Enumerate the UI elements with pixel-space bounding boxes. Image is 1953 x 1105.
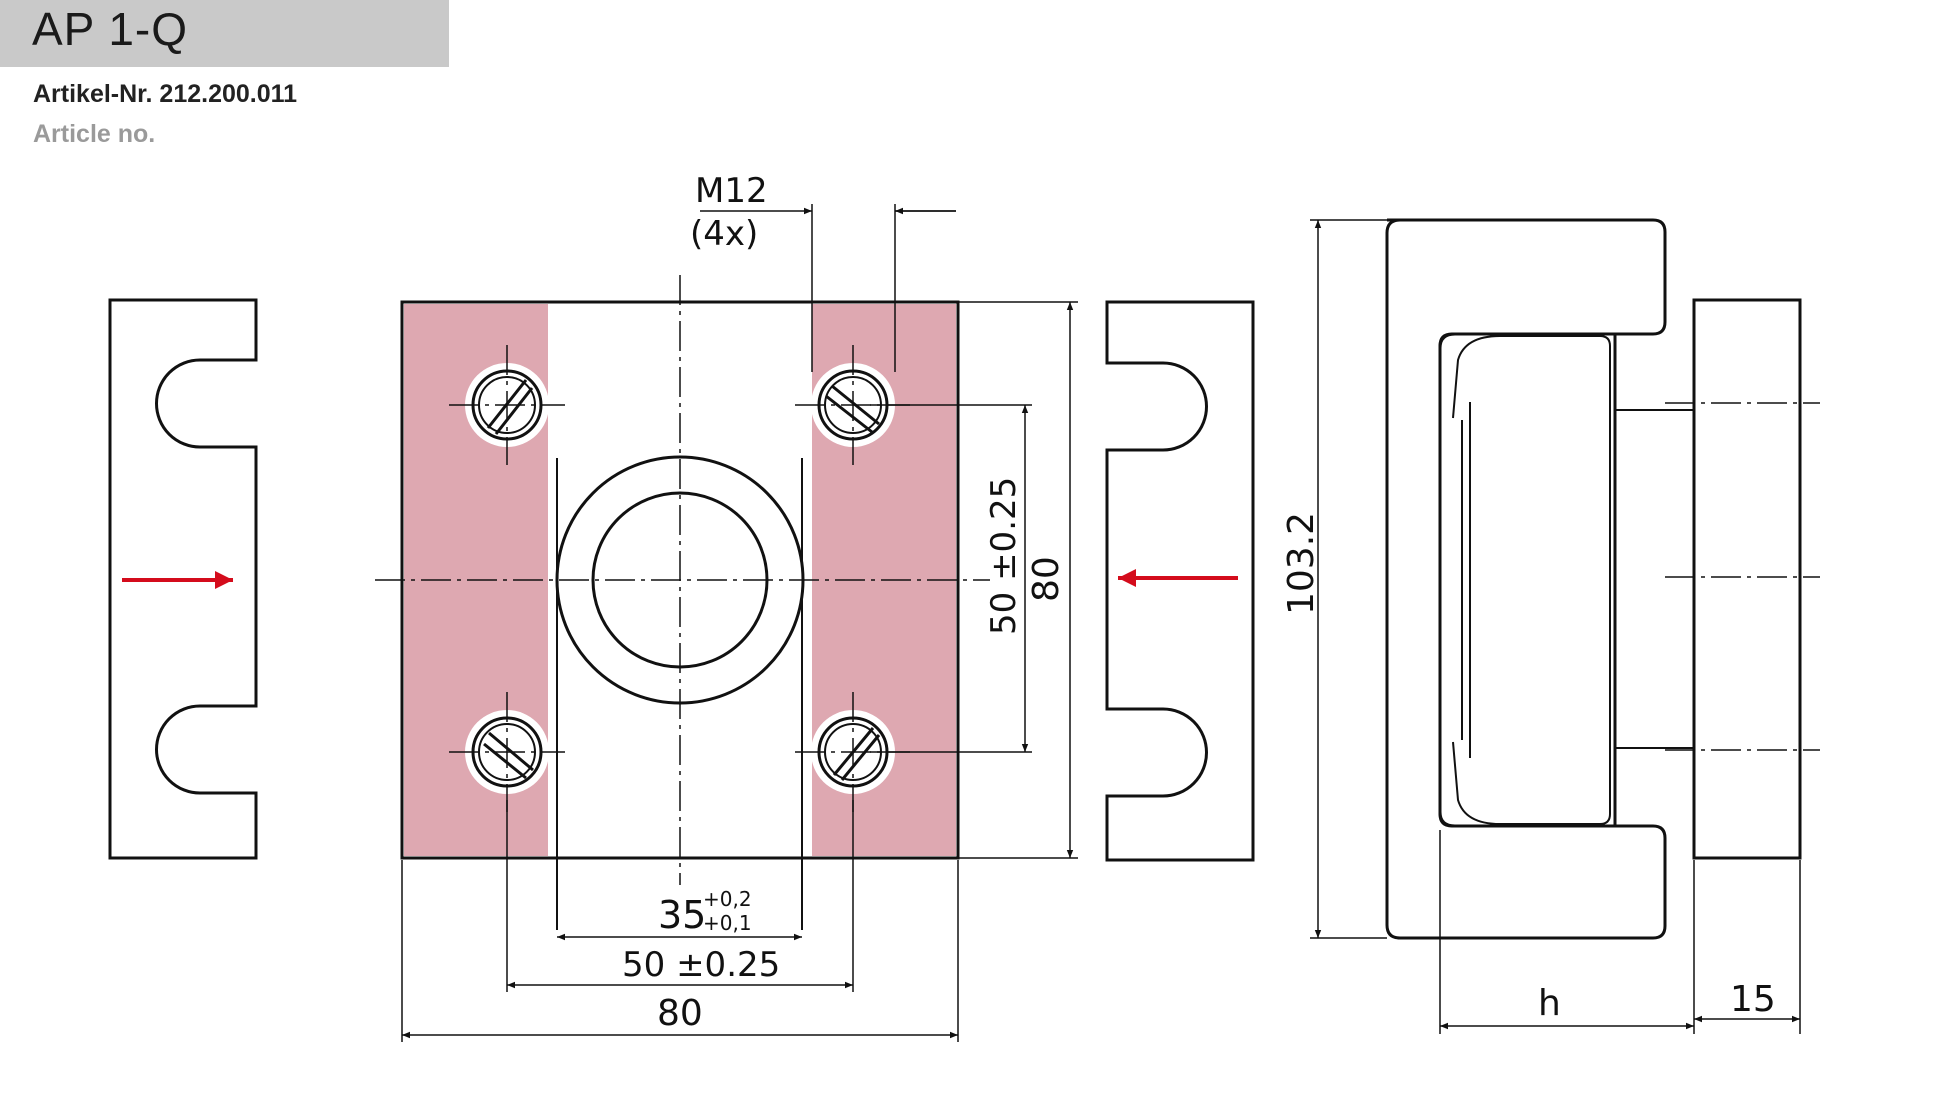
side-view-dimensions xyxy=(1310,219,1801,1034)
right-clamp-piece xyxy=(1105,300,1255,862)
left-clamp-piece xyxy=(108,298,258,860)
side-view-housing xyxy=(1385,218,1667,940)
article-number-english: Article no. xyxy=(33,120,156,148)
front-view-dimensions xyxy=(401,204,1078,1042)
side-view-cap xyxy=(1452,335,1611,825)
hole-spacing-vertical: 50 ±0.25 xyxy=(984,477,1024,635)
thread-label: M12 xyxy=(695,171,768,211)
plate-thickness-label: 15 xyxy=(1730,979,1776,1020)
height-total: 80 xyxy=(1026,556,1067,602)
article-number: Artikel-Nr. 212.200.011 xyxy=(33,80,298,108)
width-total: 80 xyxy=(657,993,703,1034)
front-view-plate xyxy=(375,275,990,930)
title-bar xyxy=(0,0,449,67)
bore-tolerance-lower: +0,1 xyxy=(703,911,752,935)
bore-dimension: 35 xyxy=(658,893,706,937)
side-view-body xyxy=(1438,332,1617,828)
side-view xyxy=(1385,218,1802,940)
thread-count-label: (4x) xyxy=(690,214,758,254)
hole-spacing-horizontal: 50 ±0.25 xyxy=(622,945,780,985)
bore-tolerance-upper: +0,2 xyxy=(703,887,752,911)
product-title: AP 1-Q xyxy=(32,3,188,55)
depth-h-label: h xyxy=(1538,983,1561,1024)
side-view-plate xyxy=(1692,298,1802,860)
side-height-dimension: 103.2 xyxy=(1281,512,1322,615)
